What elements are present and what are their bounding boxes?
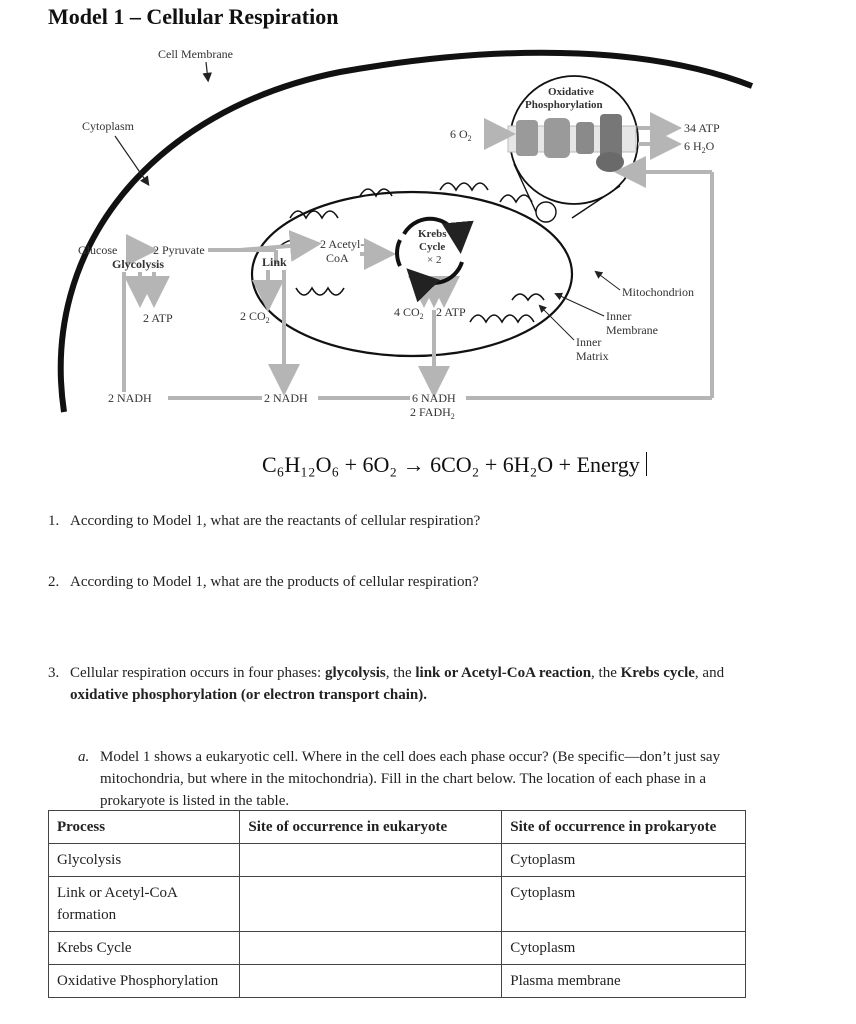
question-2-text: According to Model 1, what are the produ… — [70, 574, 479, 590]
question-1-text: According to Model 1, what are the react… — [70, 513, 481, 529]
atp-34-label: 34 ATP — [684, 121, 720, 135]
question-1-number: 1. — [48, 513, 60, 529]
pyruvate-label: 2 Pyruvate — [153, 243, 205, 257]
header-eukaryote: Site of occurrence in eukaryote — [239, 810, 503, 844]
header-process: Process — [47, 810, 241, 844]
phase-oxphos: oxidative phosphorylation (or electron t… — [70, 687, 427, 703]
acetyl-coa-label-2: CoA — [326, 251, 349, 265]
krebs-fadh-label: 2 FADH2 — [410, 405, 455, 421]
krebs-cycle-arrows — [402, 216, 474, 254]
question-3-text: , and — [694, 665, 725, 681]
prokaryote-cell: Cytoplasm — [501, 931, 746, 965]
cellular-respiration-diagram: Cell Membrane Cytoplasm Glucose 2 Pyruva… — [57, 47, 754, 421]
question-3a-line2: mitochondria, but where in the mitochond… — [100, 771, 707, 787]
question-3-number: 3. — [48, 665, 60, 681]
respiration-equation: C₆H₁₂O₆ + 6O₂ → 6CO₂ + 6H₂O + Energy — [262, 452, 648, 478]
question-3a-line3: prokaryote is listed in the table. — [100, 793, 290, 809]
mitochondrion-label: Mitochondrion — [622, 285, 694, 299]
glycolysis-label: Glycolysis — [112, 257, 164, 271]
prokaryote-cell: Plasma membrane — [501, 964, 746, 998]
table-row: Oxidative Phosphorylation Plasma membran… — [47, 964, 746, 998]
nadh-glycolysis-label: 2 NADH — [108, 391, 152, 405]
question-3-text: , the — [385, 665, 416, 681]
mitochondrion-outer — [250, 190, 574, 358]
krebs-label-1: Krebs — [418, 228, 447, 240]
eukaryote-answer-cell[interactable] — [239, 931, 503, 965]
glucose-label: Glucose — [78, 243, 117, 257]
eukaryote-answer-cell[interactable] — [239, 876, 503, 932]
table-header-row: Process Site of occurrence in eukaryote … — [47, 810, 746, 844]
prokaryote-cell: Cytoplasm — [501, 876, 746, 932]
question-1: 1. According to Model 1, what are the rea… — [48, 510, 480, 532]
process-cell: Oxidative Phosphorylation — [47, 964, 241, 998]
co2-link-label: 2 CO2 — [240, 309, 270, 325]
question-3-text: Cellular respiration occurs in four phas… — [70, 665, 325, 681]
inner-membrane-cristae — [279, 182, 545, 324]
krebs-atp-label: 2 ATP — [436, 305, 466, 319]
inner-matrix-label-2: Matrix — [576, 349, 609, 363]
cytoplasm-label: Cytoplasm — [82, 119, 135, 133]
phase-glycolysis: glycolysis — [324, 665, 386, 681]
question-3a-number: a. — [78, 749, 90, 765]
inner-membrane-label-1: Inner — [606, 309, 631, 323]
krebs-label-3: × 2 — [427, 254, 441, 266]
process-cell: Krebs Cycle — [47, 931, 241, 965]
phase-krebs: Krebs cycle — [620, 665, 695, 681]
question-2-number: 2. — [48, 574, 60, 590]
question-3a-line1: Model 1 shows a eukaryotic cell. Where i… — [100, 749, 721, 765]
text-cursor — [645, 452, 648, 476]
phase-link: link or Acetyl-CoA reaction — [415, 665, 592, 681]
acetyl-coa-label-1: 2 Acetyl- — [320, 237, 364, 251]
krebs-nadh-label: 6 NADH — [412, 391, 456, 405]
link-label: Link — [262, 255, 287, 269]
oxygen-label: 6 O2 — [450, 127, 472, 143]
question-3a: a. Model 1 shows a eukaryotic cell. Where… — [78, 746, 818, 812]
question-2: 2. According to Model 1, what are the pro… — [48, 571, 479, 593]
krebs-co2-label: 4 CO2 — [394, 305, 424, 321]
page-title: Model 1 – Cellular Respiration — [48, 4, 339, 29]
atp-glycolysis-label: 2 ATP — [143, 311, 173, 325]
equation-text: C₆H₁₂O₆ + 6O₂ → 6CO₂ + 6H₂O + Energy — [262, 452, 640, 477]
table-row: Link or Acetyl-CoA formation Cytoplasm — [47, 876, 746, 932]
table-row: Krebs Cycle Cytoplasm — [47, 931, 746, 965]
eukaryote-answer-cell[interactable] — [239, 843, 503, 877]
eukaryote-answer-cell[interactable] — [239, 964, 503, 998]
ox-phos-label-2: Phosphorylation — [525, 99, 603, 111]
ox-phos-label-1: Oxidative — [548, 86, 594, 98]
nadh-link-label: 2 NADH — [264, 391, 308, 405]
process-cell: Glycolysis — [47, 843, 241, 877]
cell-membrane-curve — [57, 49, 754, 413]
respiration-sites-table: Process Site of occurrence in eukaryote … — [47, 810, 746, 998]
process-cell: Link or Acetyl-CoA formation — [47, 876, 241, 932]
water-label: 6 H2O — [684, 139, 715, 155]
cell-membrane-label: Cell Membrane — [158, 47, 233, 61]
prokaryote-cell: Cytoplasm — [501, 843, 746, 877]
question-3-text: , the — [591, 665, 621, 681]
question-3: 3. Cellular respiration occurs in four ph… — [48, 662, 828, 706]
inner-membrane-label-2: Membrane — [606, 323, 658, 337]
header-prokaryote: Site of occurrence in prokaryote — [501, 810, 746, 844]
table-row: Glycolysis Cytoplasm — [47, 843, 746, 877]
krebs-label-2: Cycle — [419, 241, 445, 253]
inner-matrix-label-1: Inner — [576, 335, 601, 349]
